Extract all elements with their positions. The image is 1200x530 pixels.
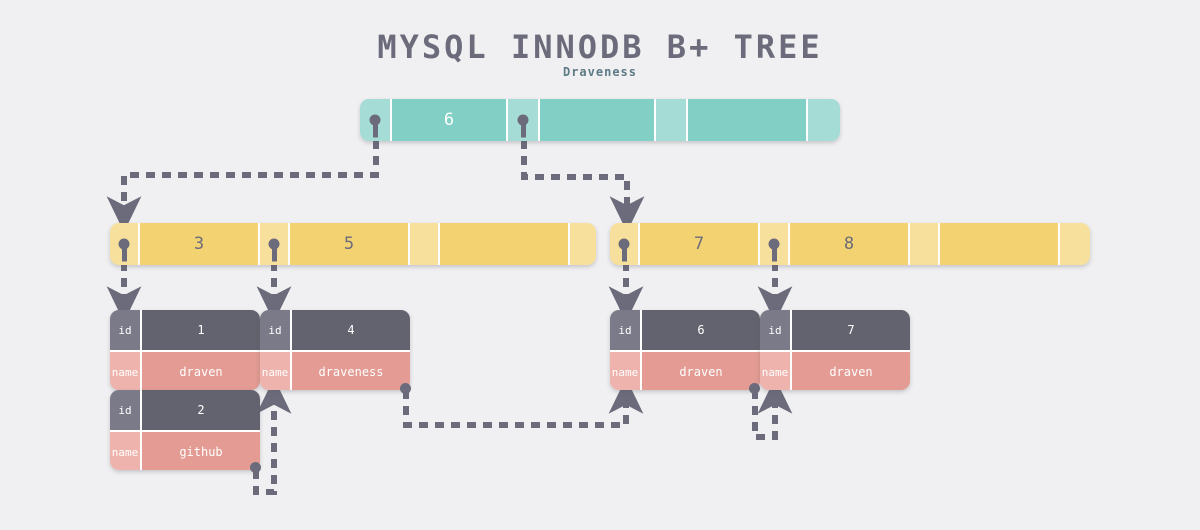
left-internal-key-2 bbox=[440, 223, 570, 265]
record-name-value: draven bbox=[792, 352, 910, 390]
right-internal-pointer-0[interactable] bbox=[610, 223, 640, 265]
record-name-value: draveness bbox=[292, 352, 410, 390]
internal-node-right[interactable]: 7 8 bbox=[610, 223, 1090, 265]
record-name-row: name draveness bbox=[260, 352, 410, 390]
pointer-knob-icon bbox=[268, 238, 280, 250]
page-title: MYSQL INNODB B+ TREE bbox=[377, 28, 823, 66]
left-internal-key-1: 5 bbox=[290, 223, 410, 265]
left-internal-pointer-1[interactable] bbox=[260, 223, 290, 265]
internal-node-left[interactable]: 3 5 bbox=[110, 223, 596, 265]
root-key-2 bbox=[688, 99, 808, 141]
pointer-knob-icon bbox=[369, 114, 381, 126]
left-internal-pointer-3[interactable] bbox=[570, 223, 596, 265]
record-name-value: draven bbox=[142, 352, 260, 390]
root-pointer-1[interactable] bbox=[508, 99, 540, 141]
record-name-row: name draven bbox=[760, 352, 910, 390]
record-name-row: name draven bbox=[110, 352, 260, 390]
record-id-row: id 1 bbox=[110, 310, 260, 352]
record-name-row: name github bbox=[110, 432, 260, 470]
record-id-row: id 4 bbox=[260, 310, 410, 352]
root-key-1 bbox=[540, 99, 656, 141]
leaf-link-dot-3 bbox=[749, 383, 760, 394]
record-id-value: 6 bbox=[642, 310, 760, 350]
right-internal-key-1: 8 bbox=[790, 223, 910, 265]
record-id-value: 4 bbox=[292, 310, 410, 350]
record-id-value: 2 bbox=[142, 390, 260, 430]
right-internal-key-2 bbox=[940, 223, 1060, 265]
leaf-link-dot-2 bbox=[400, 383, 411, 394]
leaf-node-2-record-1[interactable]: id 4 name draveness bbox=[260, 310, 410, 390]
record-name-label: name bbox=[760, 352, 792, 390]
record-id-value: 7 bbox=[792, 310, 910, 350]
root-pointer-2[interactable] bbox=[656, 99, 688, 141]
record-id-row: id 6 bbox=[610, 310, 760, 352]
page-subtitle: Draveness bbox=[562, 65, 638, 79]
record-name-label: name bbox=[110, 352, 142, 390]
right-internal-pointer-3[interactable] bbox=[1060, 223, 1090, 265]
record-id-label: id bbox=[760, 310, 792, 350]
left-internal-key-0: 3 bbox=[140, 223, 260, 265]
pointer-knob-icon bbox=[517, 114, 529, 126]
edge-leaf-link-3 bbox=[752, 377, 793, 440]
pointer-knob-icon bbox=[118, 238, 130, 250]
record-name-label: name bbox=[610, 352, 642, 390]
root-pointer-0[interactable] bbox=[360, 99, 392, 141]
right-internal-key-0: 7 bbox=[640, 223, 760, 265]
record-name-label: name bbox=[110, 432, 142, 470]
record-name-value: draven bbox=[642, 352, 760, 390]
root-key-0: 6 bbox=[392, 99, 508, 141]
record-id-label: id bbox=[110, 390, 142, 430]
right-internal-pointer-2[interactable] bbox=[910, 223, 940, 265]
root-pointer-3[interactable] bbox=[808, 99, 840, 141]
pointer-knob-icon bbox=[618, 238, 630, 250]
record-id-row: id 2 bbox=[110, 390, 260, 432]
record-id-label: id bbox=[610, 310, 642, 350]
leaf-node-1-record-2[interactable]: id 2 name github bbox=[110, 390, 260, 470]
record-id-row: id 7 bbox=[760, 310, 910, 352]
record-id-label: id bbox=[110, 310, 142, 350]
edge-root-to-right-internal bbox=[521, 140, 645, 233]
root-index-node[interactable]: 6 bbox=[360, 99, 840, 141]
record-name-row: name draven bbox=[610, 352, 760, 390]
edge-leaf-link-2 bbox=[403, 377, 644, 428]
pointer-knob-icon bbox=[768, 238, 780, 250]
record-name-label: name bbox=[260, 352, 292, 390]
left-internal-pointer-2[interactable] bbox=[410, 223, 440, 265]
leaf-link-dot-1 bbox=[250, 462, 261, 473]
leaf-node-3-record-1[interactable]: id 6 name draven bbox=[610, 310, 760, 390]
edge-root-to-left-internal bbox=[106, 140, 379, 233]
record-id-label: id bbox=[260, 310, 292, 350]
left-internal-pointer-0[interactable] bbox=[110, 223, 140, 265]
record-id-value: 1 bbox=[142, 310, 260, 350]
leaf-node-4-record-1[interactable]: id 7 name draven bbox=[760, 310, 910, 390]
leaf-node-1-record-1[interactable]: id 1 name draven bbox=[110, 310, 260, 390]
record-name-value: github bbox=[142, 432, 260, 470]
right-internal-pointer-1[interactable] bbox=[760, 223, 790, 265]
